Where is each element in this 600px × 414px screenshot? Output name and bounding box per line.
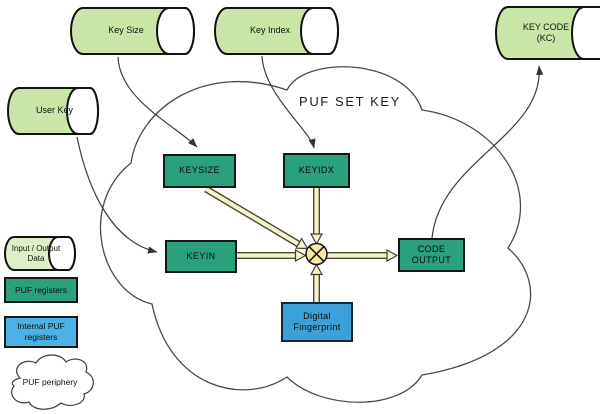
register-code-output-line2: OUTPUT (411, 255, 452, 265)
register-digital-fingerprint: Digital Fingerprint (281, 302, 353, 342)
arrow-keyindex-store-to-keyidx (261, 55, 316, 149)
legend-internal-puf-registers: Internal PUF registers (4, 316, 78, 348)
legend-puf-periphery-label: PUF periphery (22, 376, 78, 387)
register-keyin-label: KEYIN (186, 250, 216, 261)
register-digital-fingerprint-line1: Digital (303, 310, 331, 321)
store-io-data-label: Input / Output Data (6, 237, 66, 270)
register-keyidx-label: KEYIDX (298, 164, 335, 175)
legend-puf-registers: PUF registers (4, 277, 78, 303)
store-key-index-label: Key Index (249, 25, 291, 36)
bus-connectors (204, 185, 390, 302)
register-code-output: CODE OUTPUT (398, 238, 465, 272)
store-key-code-line1: KEY CODE (522, 21, 570, 32)
register-keyidx: KEYIDX (283, 153, 350, 188)
store-key-size-label: Key Size (108, 25, 144, 36)
register-digital-fingerprint-line2: Fingerprint (293, 322, 341, 332)
diagram-title: PUF SET KEY (299, 93, 401, 109)
legend-internal-puf-registers-line2: registers (24, 332, 58, 342)
bus-arrowheads (294, 233, 399, 276)
register-keysize-label: KEYSIZE (179, 165, 220, 176)
store-io-data-line2: Data (27, 253, 45, 263)
legend-internal-puf-registers-line1: Internal PUF (17, 321, 65, 332)
arrow-codeoutput-to-keycode (431, 65, 544, 239)
puf-periphery-cloud-icon (11, 354, 94, 410)
store-key-code-label: KEY CODE (KC) (508, 7, 584, 59)
arrow-keysize-store-to-keysize (117, 56, 198, 148)
data-store-shapes (4, 6, 600, 271)
store-user-key-label: User Key (35, 105, 73, 116)
register-keyin: KEYIN (165, 240, 237, 273)
store-io-data-line1: Input / Output (11, 243, 61, 253)
arrow-userkey-to-keyin (76, 136, 158, 254)
store-key-code-line2: (KC) (536, 33, 556, 43)
xor-node-icon (305, 242, 328, 266)
register-code-output-line1: CODE (417, 243, 446, 254)
legend-puf-registers-label: PUF registers (15, 284, 67, 295)
register-keysize: KEYSIZE (163, 154, 236, 188)
